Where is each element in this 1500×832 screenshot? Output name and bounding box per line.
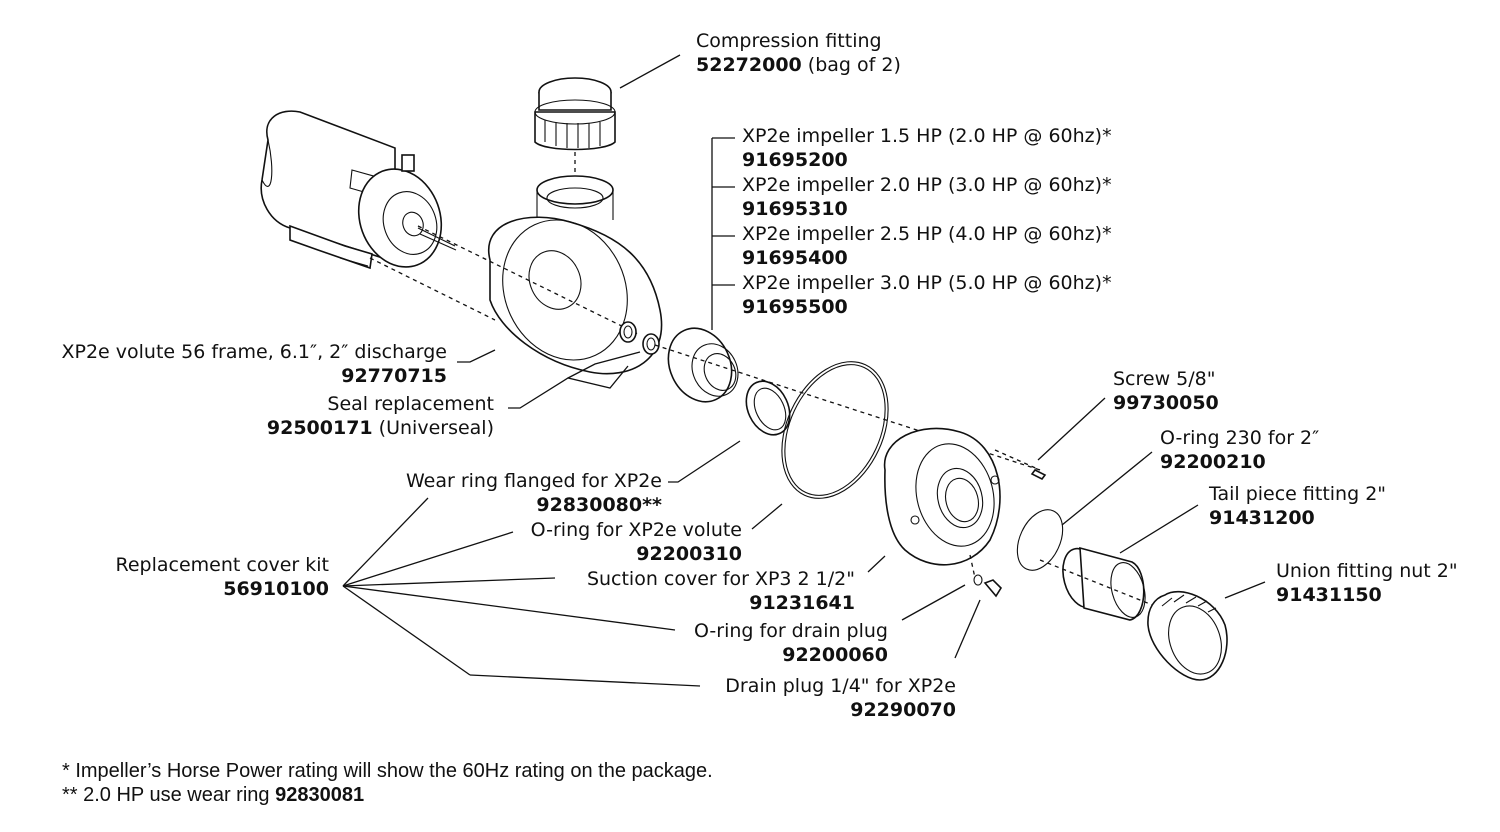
part-number: 91431150: [1276, 584, 1382, 606]
part-description: XP2e impeller 2.0 HP (3.0 HP @ 60hz)*: [742, 174, 1112, 196]
part-description: O-ring 230 for 2″: [1160, 427, 1320, 449]
label-wear-ring: Wear ring flanged for XP2e 92830080**: [406, 469, 662, 517]
label-oring-drain: O-ring for drain plug 92200060: [694, 619, 888, 667]
part-number: 99730050: [1113, 392, 1219, 414]
part-number: 92200210: [1160, 451, 1266, 473]
suction-cover-illustration: [883, 427, 1001, 566]
label-impeller-2-5hp: XP2e impeller 2.5 HP (4.0 HP @ 60hz)* 91…: [742, 222, 1112, 270]
footnote-text: ** 2.0 HP use wear ring: [62, 784, 276, 806]
oring-230-illustration: [1016, 509, 1064, 571]
part-description: O-ring for drain plug: [693, 620, 888, 642]
part-number: 56910100: [223, 578, 329, 600]
label-volute: XP2e volute 56 frame, 6.1″, 2″ discharge…: [61, 340, 447, 388]
part-number: 92200060: [782, 644, 888, 666]
drain-plug-illustration: [969, 554, 1003, 598]
part-description: Replacement cover kit: [115, 554, 329, 576]
part-note: **: [642, 494, 662, 516]
part-number: 92290070: [850, 699, 956, 721]
label-union-nut: Union fitting nut 2" 91431150: [1276, 559, 1458, 607]
footnote-part-number: 92830081: [275, 784, 365, 806]
part-number: 92500171: [266, 417, 373, 439]
part-description: XP2e volute 56 frame, 6.1″, 2″ discharge: [61, 341, 447, 363]
part-number: 91695200: [742, 149, 848, 171]
volute-illustration: [487, 175, 663, 375]
volute-oring-illustration: [781, 361, 889, 499]
part-description: Drain plug 1/4" for XP2e: [725, 675, 956, 697]
label-oring-volute: O-ring for XP2e volute 92200310: [531, 518, 742, 566]
part-description: Suction cover for XP3 2 1/2": [586, 568, 855, 590]
label-compression-fitting: Compression fitting 52272000 (bag of 2): [696, 29, 901, 77]
part-number: 91695400: [742, 247, 848, 269]
part-number: 52272000: [696, 54, 802, 76]
leader-lines: [342, 54, 1266, 687]
part-description: Tail piece fitting 2": [1209, 483, 1387, 505]
label-impeller-2-0hp: XP2e impeller 2.0 HP (3.0 HP @ 60hz)* 91…: [742, 173, 1112, 221]
impeller-illustration: [667, 327, 739, 403]
footnote-impeller-rating: * Impeller’s Horse Power rating will sho…: [62, 760, 713, 782]
part-number: 92200310: [636, 543, 742, 565]
footnote-wear-ring: ** 2.0 HP use wear ring 92830081: [62, 783, 364, 807]
part-description: Union fitting nut 2": [1276, 560, 1458, 582]
tail-piece-illustration: [1062, 546, 1146, 621]
part-number: 91431200: [1209, 507, 1315, 529]
part-description: XP2e impeller 1.5 HP (2.0 HP @ 60hz)*: [742, 125, 1112, 147]
seal-illustration: [619, 321, 660, 355]
label-suction-cover: Suction cover for XP3 2 1/2" 91231641: [587, 567, 855, 615]
label-tail-piece: Tail piece fitting 2" 91431200: [1209, 482, 1386, 530]
label-impeller-1-5hp: XP2e impeller 1.5 HP (2.0 HP @ 60hz)* 91…: [742, 124, 1112, 172]
label-seal: Seal replacement 92500171 (Universeal): [267, 392, 494, 440]
part-number: 91231641: [749, 592, 855, 614]
part-description: Screw 5/8": [1113, 368, 1216, 390]
part-description: Wear ring flanged for XP2e: [405, 470, 662, 492]
motor-illustration: [260, 110, 457, 270]
part-number: 91695500: [742, 296, 848, 318]
label-drain-plug: Drain plug 1/4" for XP2e 92290070: [725, 674, 956, 722]
part-description: Compression fitting: [696, 30, 882, 52]
part-description: XP2e impeller 3.0 HP (5.0 HP @ 60hz)*: [742, 272, 1112, 294]
wear-ring-illustration: [745, 380, 791, 436]
part-number: 92770715: [341, 365, 447, 387]
part-number: 91695310: [742, 198, 848, 220]
part-description: O-ring for XP2e volute: [530, 519, 742, 541]
part-description: XP2e impeller 2.5 HP (4.0 HP @ 60hz)*: [742, 223, 1112, 245]
label-oring-230: O-ring 230 for 2″ 92200210: [1160, 426, 1319, 474]
part-note: (bag of 2): [801, 54, 901, 76]
label-screw: Screw 5/8" 99730050: [1113, 367, 1219, 415]
part-number: 92830080: [536, 494, 643, 516]
screw-illustration: [994, 449, 1047, 481]
label-impeller-3-0hp: XP2e impeller 3.0 HP (5.0 HP @ 60hz)* 91…: [742, 271, 1112, 319]
part-description: Seal replacement: [327, 393, 494, 415]
union-nut-illustration: [1147, 590, 1228, 681]
label-cover-kit: Replacement cover kit 56910100: [116, 553, 329, 601]
compression-fitting-illustration: [534, 77, 616, 151]
part-note: (Universeal): [372, 417, 494, 439]
